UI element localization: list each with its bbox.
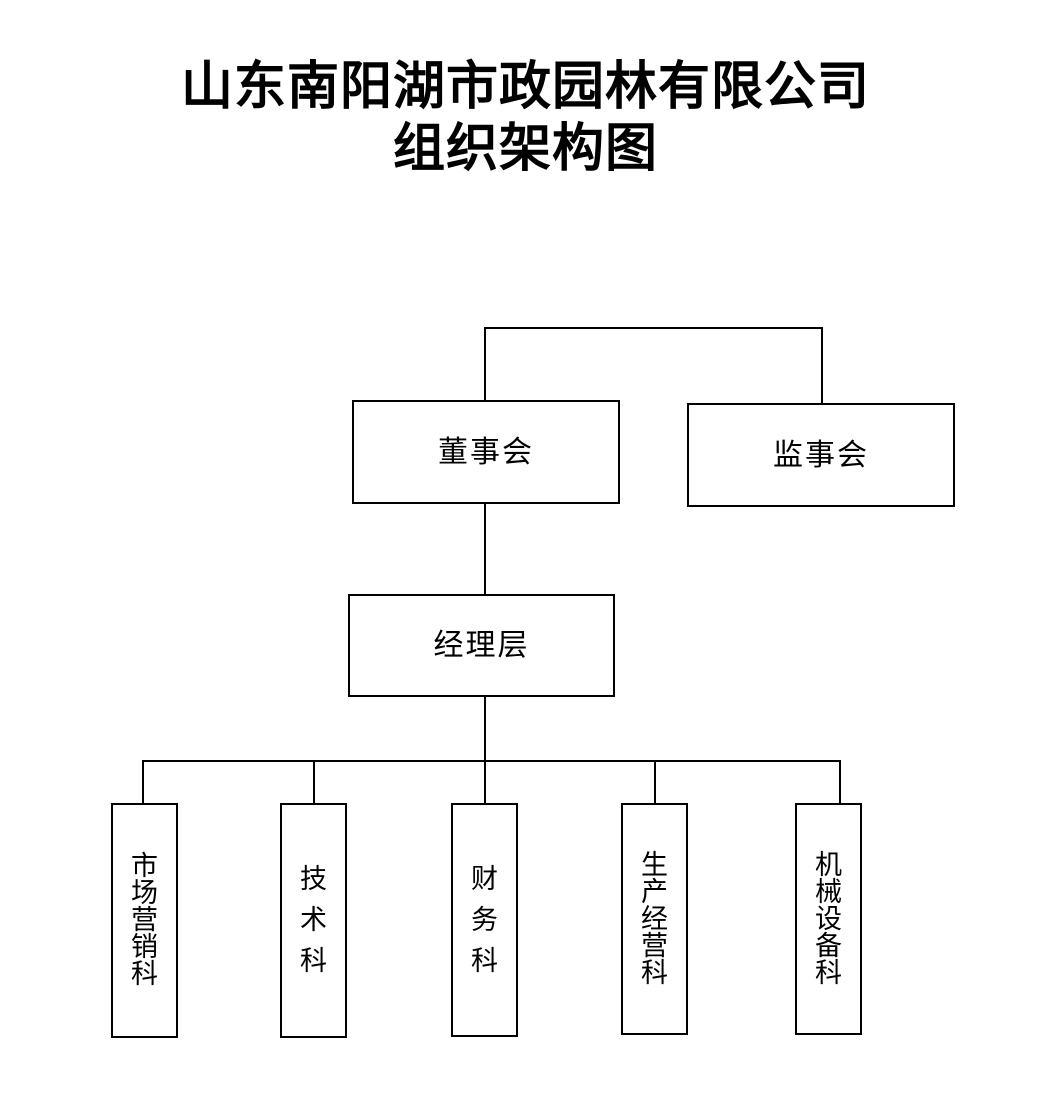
connector-department-bar: [142, 760, 841, 762]
char: 技: [300, 864, 327, 895]
connector-drop-finance: [484, 760, 486, 805]
char: 营: [131, 905, 158, 936]
char: 械: [815, 876, 842, 908]
node-label-equipment: 机 械 设 备 科: [815, 852, 842, 987]
char: 市: [131, 851, 158, 882]
node-production-department[interactable]: 生 产 经 营 科: [621, 803, 688, 1035]
page-title: 山东南阳湖市政园林有限公司 组织架构图: [0, 56, 1051, 180]
node-label-technical: 技 术 科: [300, 866, 327, 975]
char: 术: [300, 905, 327, 936]
connector-board-to-manager: [484, 503, 486, 595]
node-label-manager: 经理层: [433, 628, 530, 663]
char: 销: [131, 932, 158, 963]
char: 备: [815, 930, 842, 962]
title-line-subject: 组织架构图: [392, 119, 658, 179]
node-manager-layer[interactable]: 经理层: [348, 594, 615, 697]
node-finance-department[interactable]: 财 务 科: [451, 803, 518, 1037]
connector-top-to-board: [484, 327, 486, 402]
node-label-finance: 财 务 科: [471, 866, 498, 975]
char: 财: [471, 863, 498, 895]
node-board-of-supervisors[interactable]: 监事会: [687, 403, 955, 507]
char: 经: [641, 903, 668, 935]
char: 设: [815, 903, 842, 935]
connector-drop-production: [654, 760, 656, 805]
title-line-company: 山东南阳湖市政园林有限公司: [180, 57, 870, 117]
node-technical-department[interactable]: 技 术 科: [280, 803, 347, 1038]
char: 科: [641, 957, 668, 989]
char: 生: [641, 849, 668, 881]
char: 场: [131, 878, 158, 909]
char: 营: [641, 930, 668, 962]
node-label-supervisor: 监事会: [773, 437, 869, 473]
connector-drop-marketing: [142, 760, 144, 805]
char: 务: [471, 904, 498, 936]
char: 机: [815, 849, 842, 881]
connector-top-horizontal: [484, 327, 823, 329]
connector-top-to-supervisor: [821, 327, 823, 405]
connector-drop-equipment: [839, 760, 841, 805]
char: 产: [641, 876, 668, 908]
node-label-production: 生 产 经 营 科: [641, 852, 668, 987]
char: 科: [300, 946, 327, 977]
connector-drop-technical: [313, 760, 315, 805]
char: 科: [471, 945, 498, 977]
node-marketing-department[interactable]: 市 场 营 销 科: [111, 803, 178, 1038]
node-equipment-department[interactable]: 机 械 设 备 科: [795, 803, 862, 1035]
node-label-marketing: 市 场 营 销 科: [131, 853, 158, 988]
node-label-board: 董事会: [438, 434, 534, 470]
char: 科: [815, 957, 842, 989]
connector-manager-stem: [484, 696, 486, 761]
node-board-of-directors[interactable]: 董事会: [352, 400, 620, 504]
char: 科: [131, 959, 158, 990]
